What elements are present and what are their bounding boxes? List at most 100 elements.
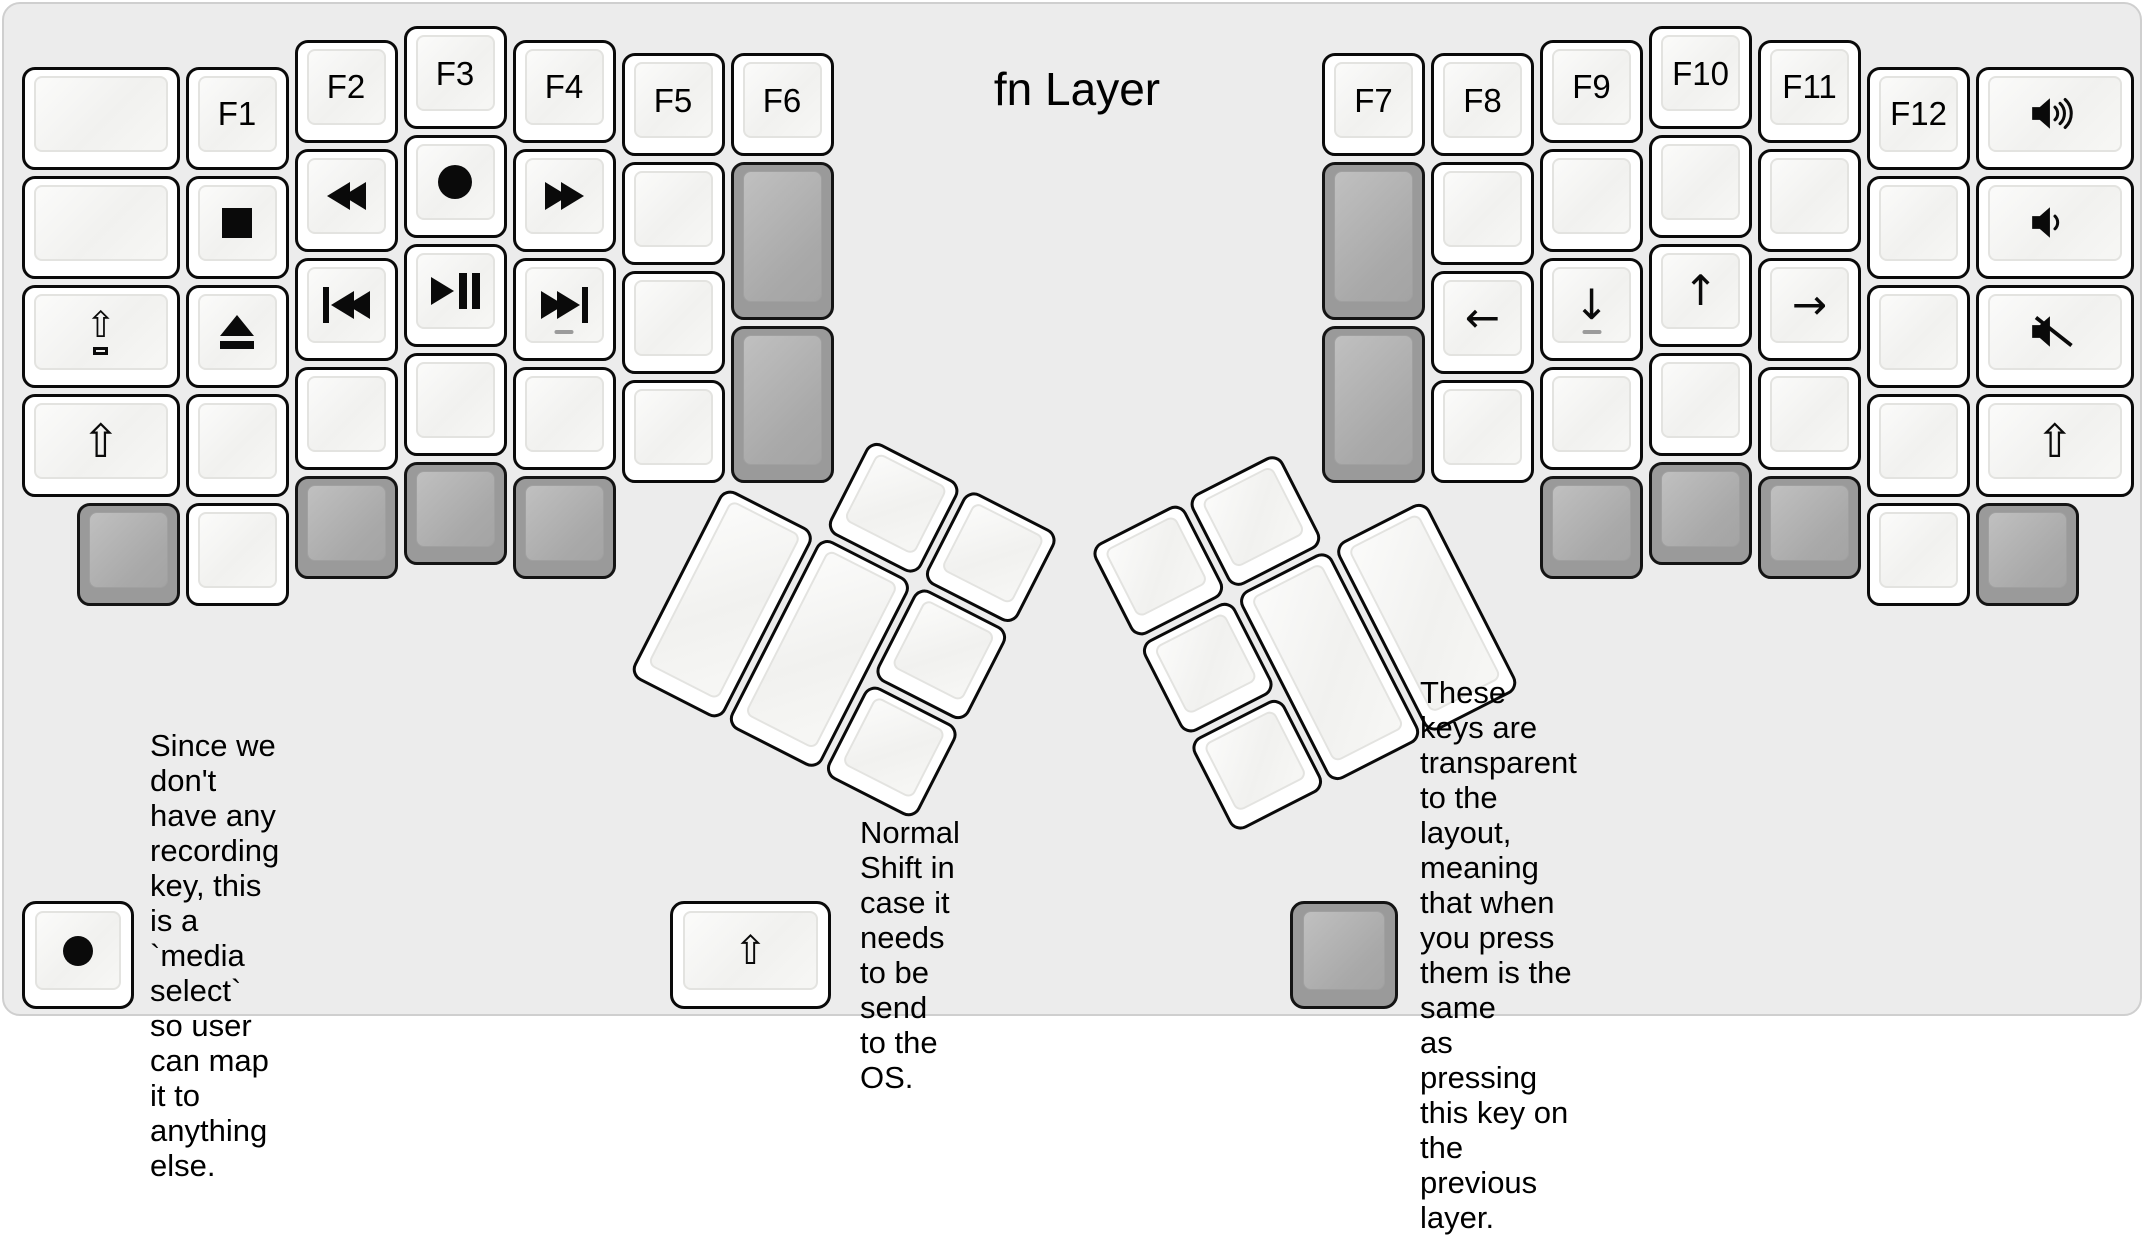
key-arrow-down[interactable]: ↓ (1540, 257, 1643, 361)
key-surface (1988, 184, 2122, 261)
key-transparent[interactable] (1540, 475, 1643, 579)
play-pause-icon (430, 273, 480, 309)
key-f2[interactable]: F2 (294, 39, 398, 143)
key-transparent[interactable] (1649, 462, 1752, 565)
legend-shift-text: Normal Shift in case it needs to be send… (860, 815, 960, 1095)
key-surface (1103, 514, 1209, 619)
page-title: fn Layer (993, 63, 1161, 115)
key-transparent[interactable] (294, 475, 398, 579)
key-blank[interactable] (1540, 366, 1643, 470)
key-label: F12 (1890, 95, 1947, 133)
key-fast-forward[interactable] (512, 148, 616, 252)
key-f9[interactable]: F9 (1540, 39, 1643, 143)
key-surface (633, 171, 713, 248)
key-volume-up[interactable] (1976, 66, 2134, 170)
arrow-up-icon: ↑ (1682, 266, 1719, 315)
key-prev-track[interactable] (294, 257, 398, 361)
legend-shift-key: ⇧ (670, 901, 831, 1009)
key-f8[interactable]: F8 (1431, 53, 1534, 157)
key-blank[interactable] (1867, 284, 1970, 388)
key-label: F11 (1782, 68, 1837, 106)
key-record[interactable] (403, 135, 507, 238)
key-blank[interactable] (1867, 393, 1970, 497)
key-blank[interactable] (1867, 502, 1970, 606)
key-surface: F10 (1661, 35, 1740, 111)
key-transparent[interactable] (730, 162, 834, 320)
key-surface: ⇧ (1988, 402, 2122, 479)
key-blank[interactable] (1867, 175, 1970, 279)
arrow-right-icon: → (1791, 279, 1828, 329)
key-eject[interactable] (185, 284, 289, 388)
key-surface (1988, 511, 2067, 588)
key-label: F8 (1463, 81, 1502, 119)
caps-shift-icon: ⇧ (85, 305, 116, 356)
key-surface: F7 (1334, 62, 1413, 139)
key-transparent[interactable] (1758, 475, 1861, 579)
key-transparent[interactable] (403, 462, 507, 565)
icon-part: ⇧ (85, 305, 116, 347)
key-surface (1988, 293, 2122, 370)
key-blank[interactable] (403, 353, 507, 456)
key-f10[interactable]: F10 (1649, 26, 1752, 129)
key-next-track[interactable] (512, 257, 616, 361)
arrow-down-icon: ↓ (1573, 279, 1610, 329)
key-surface: F12 (1879, 75, 1958, 152)
key-blank[interactable] (22, 66, 180, 170)
icon-part (342, 181, 366, 210)
key-f3[interactable]: F3 (403, 26, 507, 129)
key-blank[interactable] (1431, 162, 1534, 266)
key-caps-shift[interactable]: ⇧ (22, 284, 180, 388)
key-transparent[interactable] (730, 325, 834, 484)
icon-part (438, 165, 472, 199)
key-transparent[interactable] (1322, 162, 1425, 320)
key-arrow-right[interactable]: → (1758, 257, 1861, 361)
key-f11[interactable]: F11 (1758, 39, 1861, 143)
key-blank[interactable] (1649, 353, 1752, 456)
key-blank[interactable] (621, 162, 725, 266)
key-play-pause[interactable] (403, 244, 507, 347)
key-surface (35, 911, 121, 990)
key-surface (1879, 402, 1958, 479)
stop-icon (222, 207, 252, 238)
key-transparent[interactable] (1322, 325, 1425, 484)
key-f1[interactable]: F1 (185, 66, 289, 170)
icon-part (220, 314, 254, 336)
key-blank[interactable] (621, 380, 725, 484)
key-mute[interactable] (1976, 284, 2134, 388)
key-shift[interactable]: ⇧ (22, 393, 180, 497)
key-blank[interactable] (512, 366, 616, 470)
icon-part (346, 290, 370, 319)
key-arrow-left[interactable]: ← (1431, 271, 1534, 375)
key-blank[interactable] (1758, 366, 1861, 470)
key-f6[interactable]: F6 (730, 53, 834, 157)
key-surface: ⇧ (34, 293, 168, 370)
key-stop[interactable] (185, 175, 289, 279)
key-blank[interactable] (294, 366, 398, 470)
key-arrow-up[interactable]: ↑ (1649, 244, 1752, 347)
key-transparent[interactable] (76, 502, 180, 606)
key-surface (306, 266, 386, 343)
key-rewind[interactable] (294, 148, 398, 252)
key-surface (197, 184, 277, 261)
key-blank[interactable] (1758, 148, 1861, 252)
key-surface: F5 (633, 62, 713, 139)
key-blank[interactable] (185, 393, 289, 497)
key-f4[interactable]: F4 (512, 39, 616, 143)
key-shift[interactable]: ⇧ (1976, 393, 2134, 497)
key-transparent[interactable] (1976, 502, 2079, 606)
key-f12[interactable]: F12 (1867, 66, 1970, 170)
key-transparent[interactable] (512, 475, 616, 579)
key-blank[interactable] (621, 271, 725, 375)
key-f5[interactable]: F5 (621, 53, 725, 157)
key-blank[interactable] (1649, 135, 1752, 238)
key-blank[interactable] (185, 502, 289, 606)
icon-part (93, 347, 109, 356)
key-blank[interactable] (1540, 148, 1643, 252)
key-volume-down[interactable] (1976, 175, 2134, 279)
key-surface (841, 695, 947, 800)
key-blank[interactable] (22, 175, 180, 279)
legend-transparent-key (1290, 901, 1398, 1009)
key-f7[interactable]: F7 (1322, 53, 1425, 157)
key-surface (306, 157, 386, 234)
key-blank[interactable] (1431, 380, 1534, 484)
